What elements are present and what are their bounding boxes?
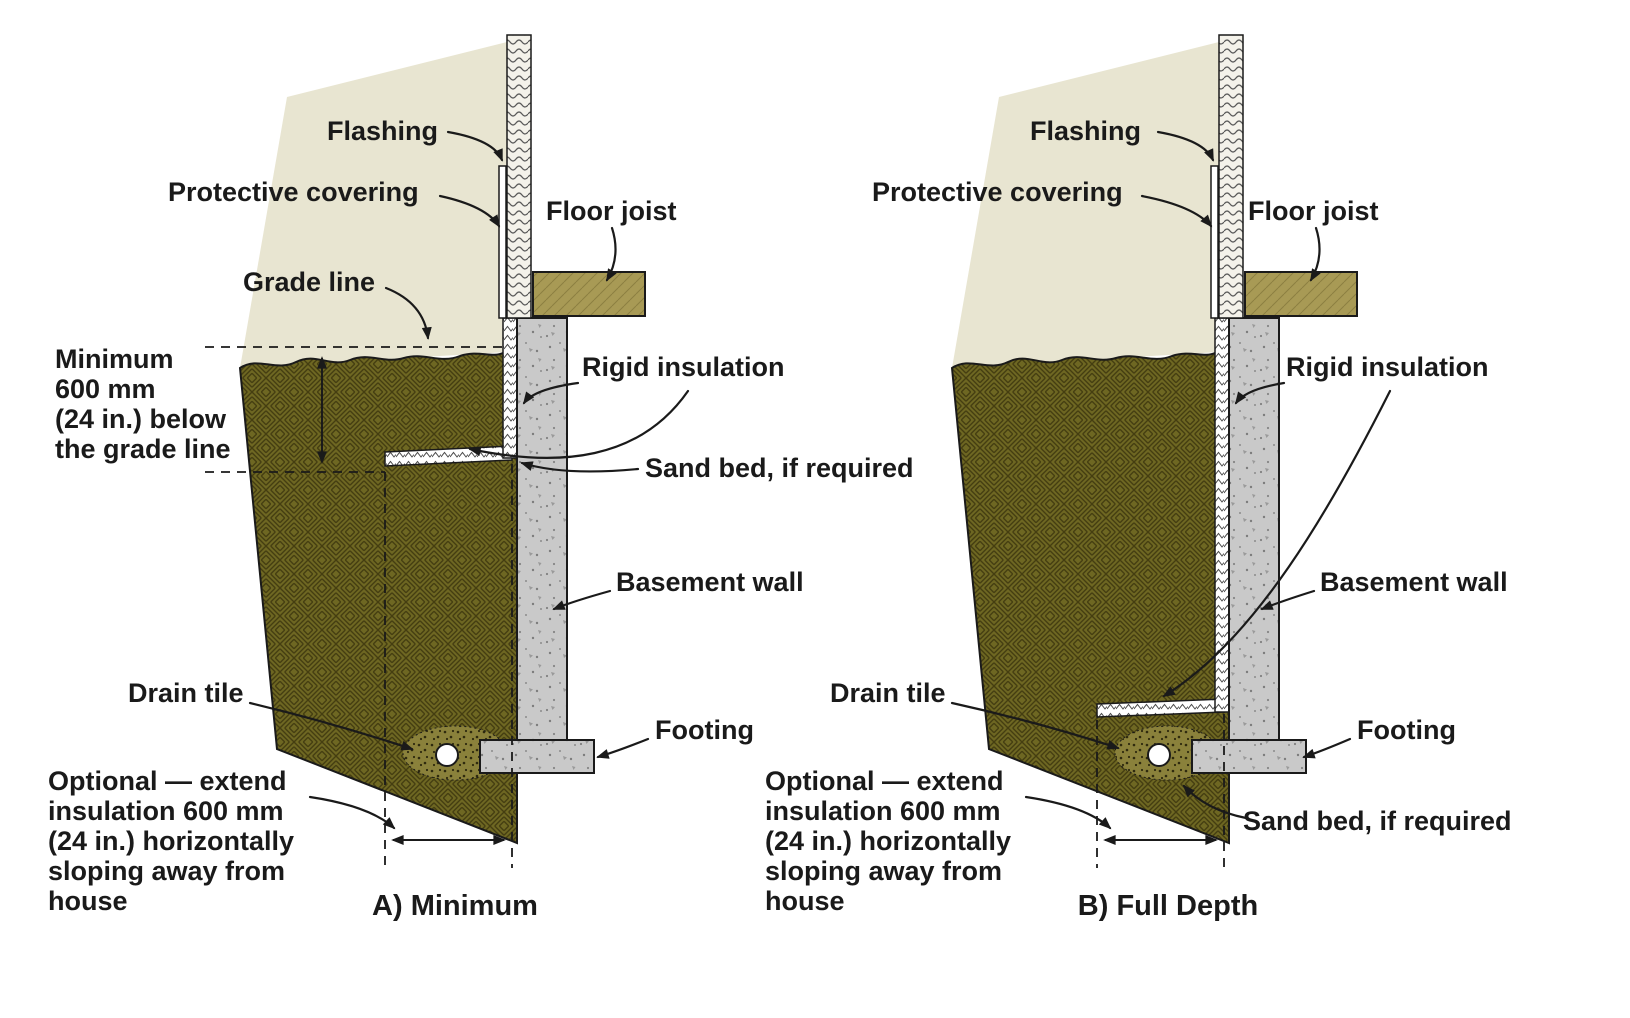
leader-floor-joist [605,226,617,282]
leader-protective-covering [438,194,501,228]
svg-text:Optional — extend: Optional — extend [48,766,287,796]
leader-sand-bed [520,461,640,473]
flashing-shape [498,165,507,319]
floor-joist-shape [532,271,646,317]
label-floor-joist: Floor joist [1248,196,1379,226]
soil-section [238,352,518,845]
leader-drain-tile [248,701,414,751]
leader-sand-bed [1182,784,1248,820]
leader-rigid-insulation-horizontal [1162,389,1392,698]
leader-basement-wall [1260,589,1316,611]
svg-text:sloping away from: sloping away from [48,856,285,886]
label-protective-covering: Protective covering [872,177,1123,207]
panel-b-caption: B) Full Depth [1078,890,1258,922]
label-drain-tile: Drain tile [830,678,946,708]
label-floor-joist: Floor joist [546,196,677,226]
svg-text:Minimum: Minimum [55,344,174,374]
leader-drain-tile [950,701,1120,750]
leader-rigid-insulation-horizontal [468,389,690,459]
leader-rigid-insulation-wall [522,381,580,405]
panel-a: Flashing Protective covering Grade line … [48,34,914,922]
svg-text:Optional — extend: Optional — extend [765,766,1004,796]
leader-basement-wall [552,589,612,611]
leader-grade-line [384,286,432,340]
leader-optional-note [1024,795,1112,830]
svg-text:sloping away from: sloping away from [765,856,1002,886]
svg-text:house: house [765,886,845,916]
label-rigid-insulation: Rigid insulation [582,352,785,382]
svg-text:(24 in.) horizontally: (24 in.) horizontally [765,826,1011,856]
optional-note: Optional — extend insulation 600 mm (24 … [765,766,1011,916]
rigid-insulation-vertical [502,317,518,459]
label-protective-covering: Protective covering [168,177,419,207]
label-drain-tile: Drain tile [128,678,244,708]
label-grade-line: Grade line [243,267,375,297]
svg-text:600 mm: 600 mm [55,374,156,404]
above-grade-backdrop [952,42,1219,368]
leader-flashing [1156,130,1215,162]
svg-text:(24 in.) below: (24 in.) below [55,404,227,434]
svg-text:house: house [48,886,128,916]
basement-wall-shape [1228,317,1280,741]
label-rigid-insulation: Rigid insulation [1286,352,1489,382]
basement-wall-shape [516,317,568,741]
drain-tile-circle [1147,743,1171,767]
svg-text:insulation 600 mm: insulation 600 mm [48,796,284,826]
label-flashing: Flashing [327,116,438,146]
leader-floor-joist [1309,226,1321,282]
svg-text:(24 in.) horizontally: (24 in.) horizontally [48,826,294,856]
panel-a-caption: A) Minimum [372,890,538,922]
label-sand-bed: Sand bed, if required [1243,806,1512,836]
leader-flashing [446,130,504,162]
min-depth-note: Minimum 600 mm (24 in.) below the grade … [55,344,231,464]
panel-b: Flashing Protective covering Floor joist… [765,34,1512,922]
leader-footing [1302,737,1352,759]
above-grade-backdrop [240,42,507,368]
label-sand-bed: Sand bed, if required [645,453,914,483]
footing-shape [1191,739,1307,774]
label-footing: Footing [1357,715,1456,745]
footing-shape [479,739,595,774]
siding-strip [1218,34,1244,319]
label-flashing: Flashing [1030,116,1141,146]
siding-strip [506,34,532,319]
drain-tile-circle [435,743,459,767]
flashing-shape [1210,165,1219,319]
leader-rigid-insulation-wall [1234,381,1286,405]
leader-optional-note [308,795,396,830]
label-footing: Footing [655,715,754,745]
leader-protective-covering [1140,194,1213,228]
label-basement-wall: Basement wall [1320,567,1508,597]
leader-footing [596,737,650,759]
floor-joist-shape [1244,271,1358,317]
svg-text:insulation 600 mm: insulation 600 mm [765,796,1001,826]
optional-note: Optional — extend insulation 600 mm (24 … [48,766,294,916]
label-basement-wall: Basement wall [616,567,804,597]
svg-text:the grade line: the grade line [55,434,231,464]
